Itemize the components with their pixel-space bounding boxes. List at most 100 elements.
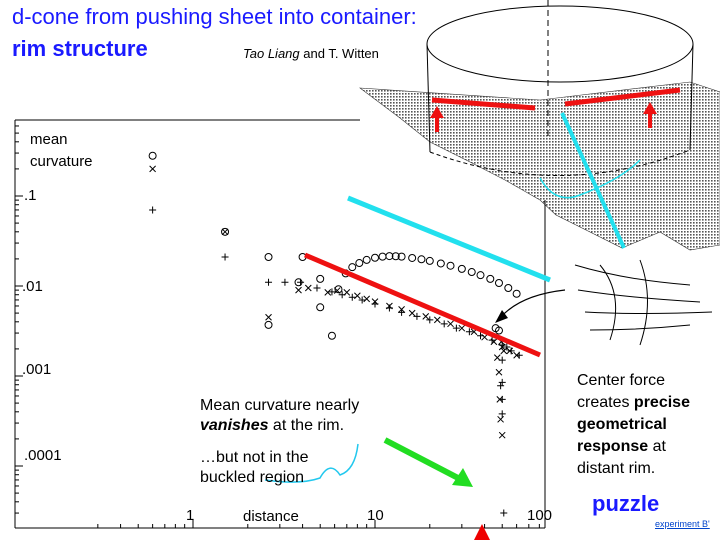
data-point-plus: [348, 293, 356, 301]
container-left-wall: [426, 43, 431, 153]
data-point-cross: [422, 312, 430, 320]
data-point-plus: [452, 324, 460, 332]
data-point-cross: [498, 431, 506, 439]
rim-note: Mean curvature nearly vanishes at the ri…: [200, 396, 359, 436]
data-point-cross: [354, 292, 361, 300]
red-fit-line: [304, 252, 541, 358]
data-point-plus: [500, 509, 508, 517]
data-point-circle: [334, 285, 343, 294]
buckled-note-line1: …but not in the: [200, 449, 309, 466]
center-force-note: Center force creates precise geometrical…: [577, 370, 690, 480]
data-point-circle: [148, 151, 157, 160]
center-note-line4: response at: [577, 436, 690, 458]
data-point-circle: [371, 253, 379, 262]
center-note-line1: Center force: [577, 372, 666, 389]
x-tick-100: 100: [527, 507, 552, 524]
data-markers: [148, 151, 523, 517]
data-point-circle: [476, 271, 485, 280]
buckled-curve: [539, 159, 641, 199]
hand-squiggle: [264, 443, 359, 483]
data-point-plus: [149, 206, 157, 214]
slide-title-line2: rim structure: [12, 36, 148, 61]
data-point-circle: [486, 274, 495, 283]
container-right-wall: [689, 43, 694, 151]
data-point-plus: [385, 304, 393, 312]
data-point-circle: [457, 264, 466, 273]
data-point-cross: [149, 165, 156, 173]
y-axis-label-line2: curvature: [30, 153, 93, 170]
data-point-circle: [436, 259, 445, 268]
data-point-plus: [221, 253, 229, 261]
data-point-circle: [494, 326, 503, 335]
data-point-circle: [397, 252, 406, 261]
data-point-circle: [417, 255, 426, 264]
data-point-plus: [498, 395, 506, 403]
data-point-cross: [497, 415, 504, 423]
center-note-at: at: [648, 438, 666, 455]
data-point-cross: [324, 288, 332, 296]
minor-ticks: [15, 125, 540, 528]
slide-title-line1: d-cone from pushing sheet into container…: [12, 4, 417, 29]
data-point-plus: [265, 278, 273, 286]
data-point-circle: [355, 259, 364, 268]
buckled-line: [560, 112, 626, 249]
experiment-link[interactable]: experiment B': [655, 519, 710, 529]
author-rest: and T. Witten: [299, 46, 379, 61]
rim-note-line1: Mean curvature nearly: [200, 397, 360, 414]
center-note-line2: creates precise: [577, 392, 690, 414]
data-point-cross: [333, 287, 341, 294]
inset-arrow: [499, 289, 566, 319]
y-axis-label-line1: mean: [30, 131, 68, 148]
data-point-circle: [327, 331, 336, 340]
data-point-plus: [358, 296, 366, 304]
data-point-circle: [378, 252, 387, 261]
data-point-plus: [507, 347, 515, 355]
y-tick-0.01: .01: [22, 278, 43, 295]
data-point-circle: [362, 255, 371, 264]
container-top: [426, 5, 694, 83]
inset-sketch: [574, 259, 713, 346]
buckled-note: …but not in the buckled region: [200, 448, 309, 488]
inset-arrow-head: [495, 310, 508, 323]
data-point-circle: [504, 284, 513, 293]
data-point-plus: [477, 332, 485, 340]
data-point-plus: [313, 284, 321, 292]
data-point-circle: [446, 261, 455, 270]
data-point-circle: [316, 303, 325, 312]
data-point-plus: [281, 278, 289, 286]
data-point-cross: [481, 333, 488, 341]
center-note-line5: distant rim.: [577, 460, 656, 477]
data-point-plus: [413, 312, 421, 320]
data-point-circle: [264, 320, 273, 329]
data-point-plus: [488, 336, 496, 344]
data-point-circle: [408, 253, 417, 262]
data-point-plus: [371, 300, 379, 308]
x-tick-1: 1: [186, 507, 194, 524]
y-tick-0.0001: .0001: [24, 447, 62, 464]
center-note-line3: geometrical: [577, 414, 690, 436]
data-point-circle: [391, 252, 400, 261]
green-arrow-shaft: [383, 437, 462, 482]
data-point-plus: [503, 343, 511, 351]
data-point-plus: [515, 351, 523, 359]
x-tick-10: 10: [367, 507, 384, 524]
data-point-circle: [425, 256, 434, 265]
data-point-circle: [221, 227, 230, 236]
push-arrow-right: [643, 102, 657, 128]
sheet-surface: [359, 81, 720, 251]
data-point-cross: [408, 309, 416, 317]
data-point-plus: [498, 341, 506, 349]
data-point-circle: [467, 268, 476, 277]
data-point-cross: [295, 286, 302, 294]
data-point-circle: [494, 278, 503, 287]
data-point-plus: [440, 320, 448, 328]
data-point-plus: [398, 308, 406, 316]
data-point-plus: [498, 410, 506, 418]
data-point-plus: [426, 316, 434, 324]
y-tick-0.1: .1: [24, 187, 37, 204]
rim-marker-triangle: [474, 524, 490, 540]
author-first: Tao Liang: [243, 46, 300, 61]
data-point-cross: [447, 320, 454, 328]
buckled-note-line2: buckled region: [200, 469, 305, 486]
data-point-plus: [297, 278, 305, 286]
